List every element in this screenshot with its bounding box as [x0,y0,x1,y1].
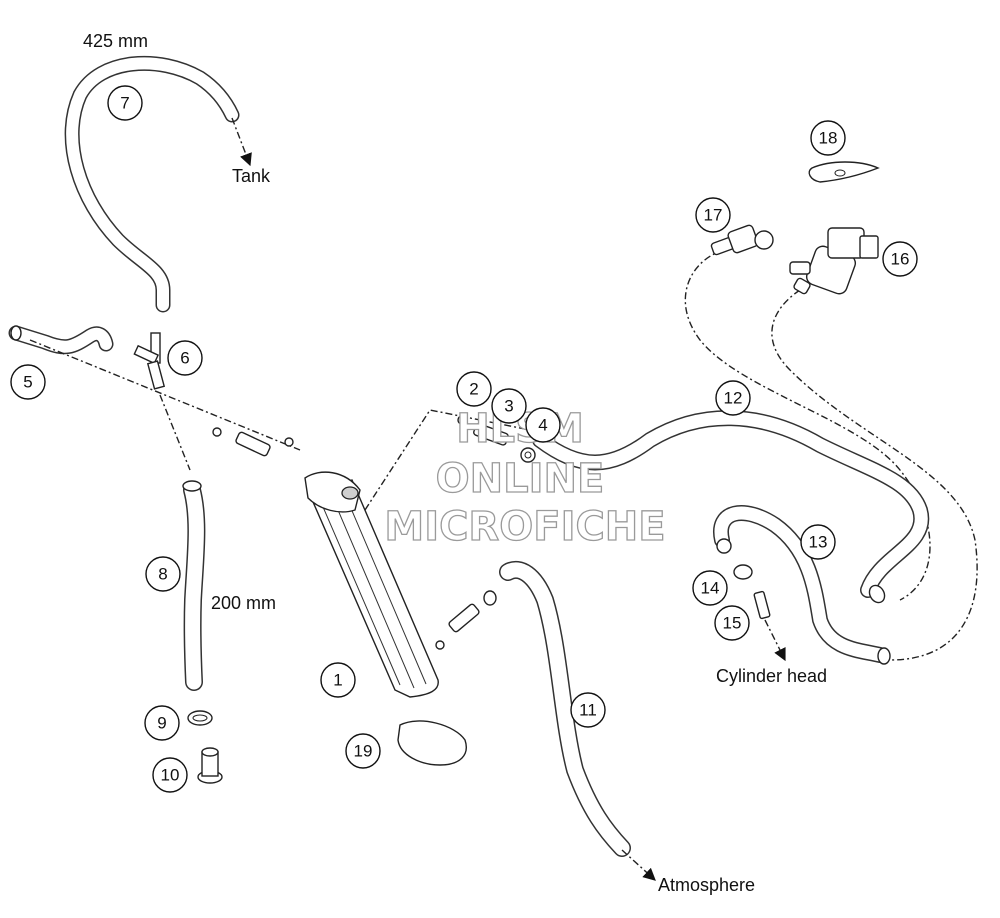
assembly-line-b [159,394,191,471]
fittings-14-15 [733,564,786,662]
fittings-2-3-4 [457,415,536,463]
hose-5 [8,325,114,355]
hose-11 [499,560,656,881]
callout-19[interactable]: 19 [345,733,381,769]
watermark-line-3: MICROFICHE [384,504,665,550]
atmosphere-label: Atmosphere [658,875,755,895]
svg-text:13: 13 [809,533,828,552]
callout-3[interactable]: 3 [491,388,527,424]
fittings-lower [435,590,497,650]
callout-14[interactable]: 14 [692,570,728,606]
valve-16 [789,227,879,295]
svg-text:4: 4 [538,416,547,435]
svg-text:18: 18 [819,129,838,148]
callout-7[interactable]: 7 [107,85,143,121]
assembly-line-d [684,249,931,601]
callout-12[interactable]: 12 [715,380,751,416]
callout-16[interactable]: 16 [882,241,918,277]
bracket-18 [808,161,880,183]
svg-text:10: 10 [161,766,180,785]
watermark-line-2: ONLINE [436,456,605,502]
connector-17 [710,224,774,256]
svg-text:16: 16 [891,250,910,269]
callout-11[interactable]: 11 [570,692,606,728]
svg-text:15: 15 [723,614,742,633]
clamp-9 [187,710,213,726]
length-label-200: 200 mm [211,593,276,613]
canister-1 [304,471,439,698]
fitting-left-group [212,427,294,457]
callout-9[interactable]: 9 [144,705,180,741]
svg-text:8: 8 [158,565,167,584]
callout-8[interactable]: 8 [145,556,181,592]
callout-2[interactable]: 2 [456,371,492,407]
svg-text:6: 6 [180,349,189,368]
hose-8 [182,480,206,691]
tank-label: Tank [232,166,271,186]
pad-19 [397,720,467,766]
svg-text:7: 7 [120,94,129,113]
callout-6[interactable]: 6 [167,340,203,376]
svg-text:11: 11 [579,701,597,720]
callout-5[interactable]: 5 [10,364,46,400]
length-label-425: 425 mm [83,31,148,51]
svg-text:17: 17 [704,206,723,225]
callout-17[interactable]: 17 [695,197,731,233]
svg-text:9: 9 [157,714,166,733]
hose-12 [532,410,930,604]
callout-4[interactable]: 4 [525,407,561,443]
hose-7 [64,55,252,313]
plug-10 [197,747,223,784]
assembly-line-a [29,339,301,451]
callout-15[interactable]: 15 [714,605,750,641]
svg-text:1: 1 [333,671,342,690]
callout-13[interactable]: 13 [800,524,836,560]
svg-text:5: 5 [23,373,32,392]
watermark: HLSM ONLINE MICROFICHE [384,405,667,550]
svg-text:19: 19 [354,742,373,761]
svg-text:3: 3 [504,397,513,416]
hose-13 [713,505,891,665]
svg-text:14: 14 [701,579,720,598]
callout-1[interactable]: 1 [320,662,356,698]
svg-text:2: 2 [469,380,478,399]
svg-text:12: 12 [724,389,743,408]
callout-18[interactable]: 18 [810,120,846,156]
t-fitting-6 [133,332,166,390]
callout-10[interactable]: 10 [152,757,188,793]
cylinder-head-label: Cylinder head [716,666,827,686]
